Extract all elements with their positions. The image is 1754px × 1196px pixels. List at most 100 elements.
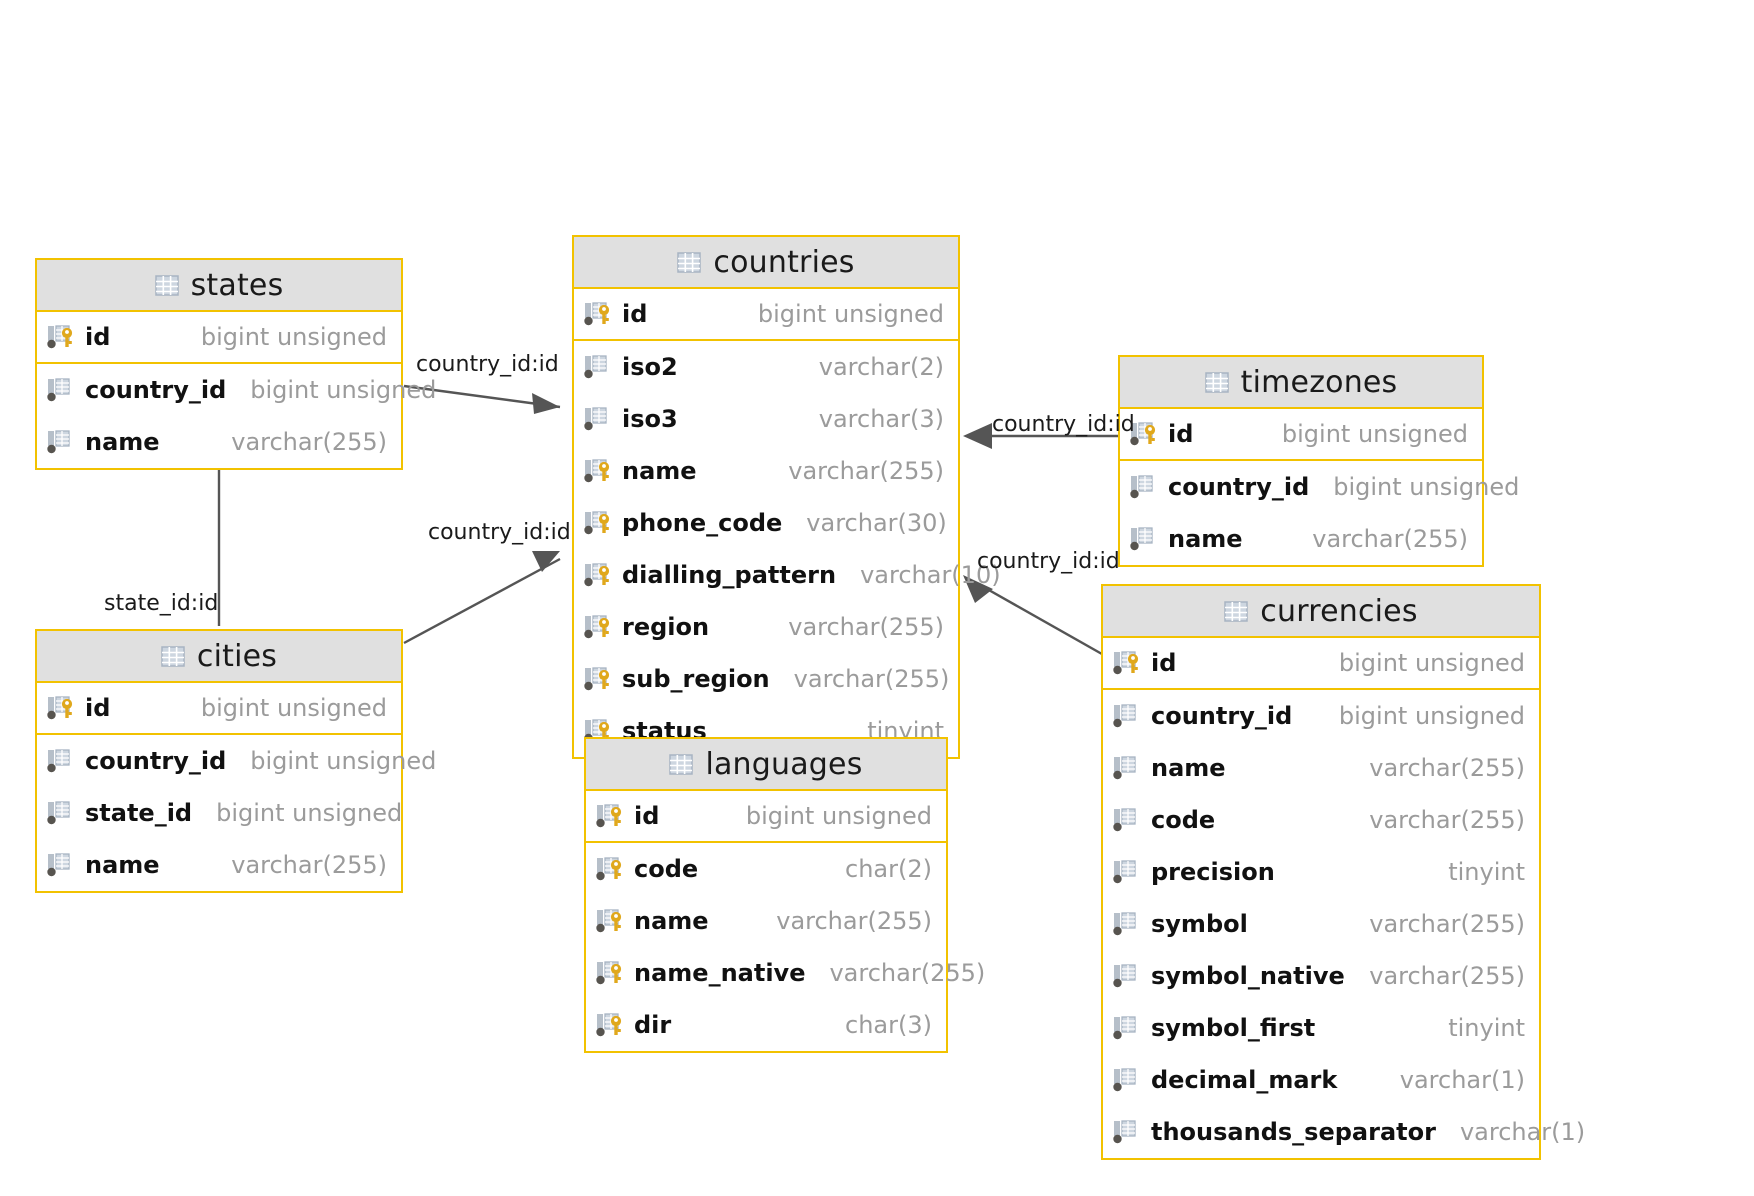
field-name: state_id xyxy=(85,799,193,827)
field-type: varchar(255) xyxy=(1369,754,1525,782)
column-icon xyxy=(1130,526,1160,552)
field-row[interactable]: code varchar(255) xyxy=(1103,794,1539,846)
column-key-icon xyxy=(584,614,614,640)
field-row[interactable]: decimal_mark varchar(1) xyxy=(1103,1054,1539,1106)
column-icon xyxy=(47,800,77,826)
table-grid-icon xyxy=(1204,371,1229,393)
table-header-timezones[interactable]: timezones xyxy=(1120,357,1482,409)
field-type: varchar(255) xyxy=(788,613,944,641)
column-icon xyxy=(1113,807,1143,833)
table-title: languages xyxy=(705,746,863,782)
column-key-icon xyxy=(584,301,614,327)
field-name: iso3 xyxy=(622,405,678,433)
field-name: name xyxy=(1168,525,1243,553)
column-icon xyxy=(47,748,77,774)
field-type: varchar(255) xyxy=(1312,525,1468,553)
column-key-icon xyxy=(584,458,614,484)
relationship-arrowhead-timezones-countries xyxy=(963,423,992,449)
field-type: varchar(255) xyxy=(1369,806,1525,834)
column-key-icon xyxy=(1113,650,1143,676)
column-key-icon xyxy=(596,908,626,934)
table-grid-icon xyxy=(1224,600,1249,622)
field-type: varchar(2) xyxy=(818,353,944,381)
field-name: name xyxy=(85,428,160,456)
column-icon xyxy=(1113,755,1143,781)
table-title: currencies xyxy=(1260,593,1418,629)
field-type: char(3) xyxy=(845,1011,932,1039)
field-type: bigint unsigned xyxy=(757,300,944,328)
field-row[interactable]: iso3 varchar(3) xyxy=(574,393,958,445)
table-title: countries xyxy=(713,244,855,280)
field-name: code xyxy=(1151,806,1216,834)
field-type: bigint unsigned xyxy=(200,323,387,351)
column-icon xyxy=(47,852,77,878)
table-header-cities[interactable]: cities xyxy=(37,631,401,683)
relationship-label-cities-countries: country_id:id xyxy=(428,520,571,545)
field-type: varchar(1) xyxy=(1459,1118,1586,1146)
field-name: country_id xyxy=(1168,473,1310,501)
field-type: bigint unsigned xyxy=(745,802,932,830)
field-type: varchar(3) xyxy=(818,405,944,433)
field-type: varchar(255) xyxy=(231,851,387,879)
field-name: decimal_mark xyxy=(1151,1066,1338,1094)
column-key-icon xyxy=(584,666,614,692)
table-header-states[interactable]: states xyxy=(37,260,401,312)
field-name: thousands_separator xyxy=(1151,1118,1436,1146)
field-type: varchar(1) xyxy=(1399,1066,1525,1094)
field-name: sub_region xyxy=(622,665,770,693)
table-header-countries[interactable]: countries xyxy=(574,237,958,289)
column-key-icon xyxy=(596,803,626,829)
field-name: id xyxy=(634,802,660,830)
field-name: symbol_first xyxy=(1151,1014,1316,1042)
field-row[interactable]: name varchar(255) xyxy=(1120,513,1482,565)
column-icon xyxy=(1113,911,1143,937)
field-type: varchar(255) xyxy=(829,959,986,987)
field-name: name xyxy=(622,457,697,485)
table-header-languages[interactable]: languages xyxy=(586,739,946,791)
column-icon xyxy=(47,429,77,455)
column-icon xyxy=(1113,1015,1143,1041)
field-type: varchar(255) xyxy=(231,428,387,456)
field-row[interactable]: id bigint unsigned xyxy=(586,791,946,843)
column-key-icon xyxy=(47,695,77,721)
table-header-currencies[interactable]: currencies xyxy=(1103,586,1539,638)
field-row[interactable]: name varchar(255) xyxy=(37,416,401,468)
column-icon xyxy=(1113,859,1143,885)
field-row[interactable]: thousands_separator varchar(1) xyxy=(1103,1106,1585,1158)
